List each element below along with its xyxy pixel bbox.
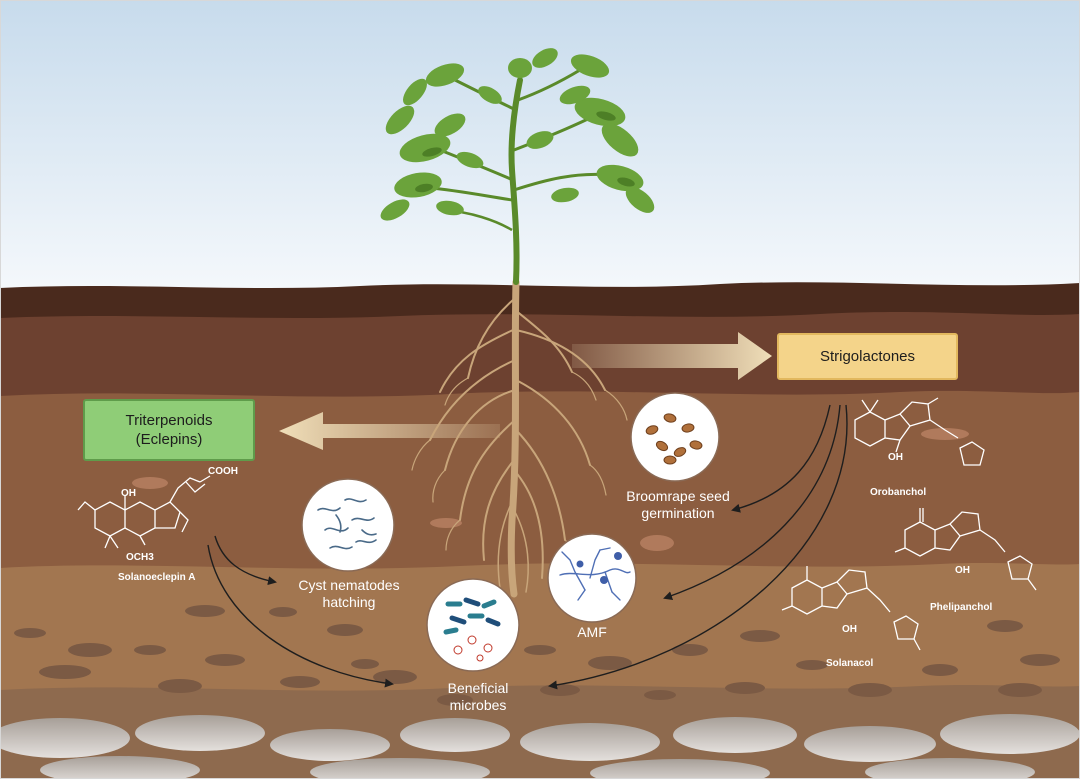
- broomrape-label: Broomrape seed germination: [626, 488, 730, 521]
- phelipanchol-label: Phelipanchol: [930, 602, 993, 613]
- oh-label-solanacol: OH: [842, 624, 857, 635]
- root-system: [411, 278, 628, 598]
- amf-circle: [547, 533, 637, 623]
- orobanchol-structure: [854, 397, 985, 466]
- strigolactones-label: Strigolactones: [819, 348, 916, 365]
- phelipanchol-structure: [894, 508, 1037, 591]
- oh-label-solanoeclepin: OH: [121, 488, 136, 499]
- och3-label: OCH3: [126, 552, 154, 563]
- solanoeclepin-label: Solanoeclepin A: [118, 572, 196, 583]
- arrow-to-triterpenoids: [279, 412, 500, 450]
- microbes-circle: [426, 578, 520, 672]
- solanoeclepin-structure: [77, 475, 211, 549]
- triterpenoids-box: Triterpenoids (Eclepins): [83, 399, 255, 461]
- eclepins-label: (Eclepins): [135, 431, 203, 448]
- strigolactones-box: Strigolactones: [777, 333, 958, 380]
- rocks: [0, 714, 1080, 779]
- cooh-label: COOH: [208, 466, 238, 477]
- arrow-to-strigolactones: [572, 332, 772, 380]
- microbes-label: Beneficial microbes: [447, 680, 509, 713]
- nematodes-label: Cyst nematodes hatching: [298, 577, 400, 610]
- orobanchol-label: Orobanchol: [870, 487, 927, 498]
- solanacol-label: Solanacol: [826, 658, 874, 669]
- pebbles: [14, 605, 1060, 706]
- oh-label-orobanchol: OH: [888, 452, 903, 463]
- broomrape-seeds-circle: [630, 392, 720, 482]
- amf-label: AMF: [577, 624, 607, 640]
- solanacol-structure: [781, 566, 921, 651]
- triterpenoids-label: Triterpenoids: [125, 412, 213, 429]
- sky: [0, 0, 1080, 300]
- plant: [380, 48, 655, 285]
- nematodes-circle: [301, 478, 395, 572]
- flow-arrows: [207, 404, 848, 690]
- oh-label-phelipanchol: OH: [955, 565, 970, 576]
